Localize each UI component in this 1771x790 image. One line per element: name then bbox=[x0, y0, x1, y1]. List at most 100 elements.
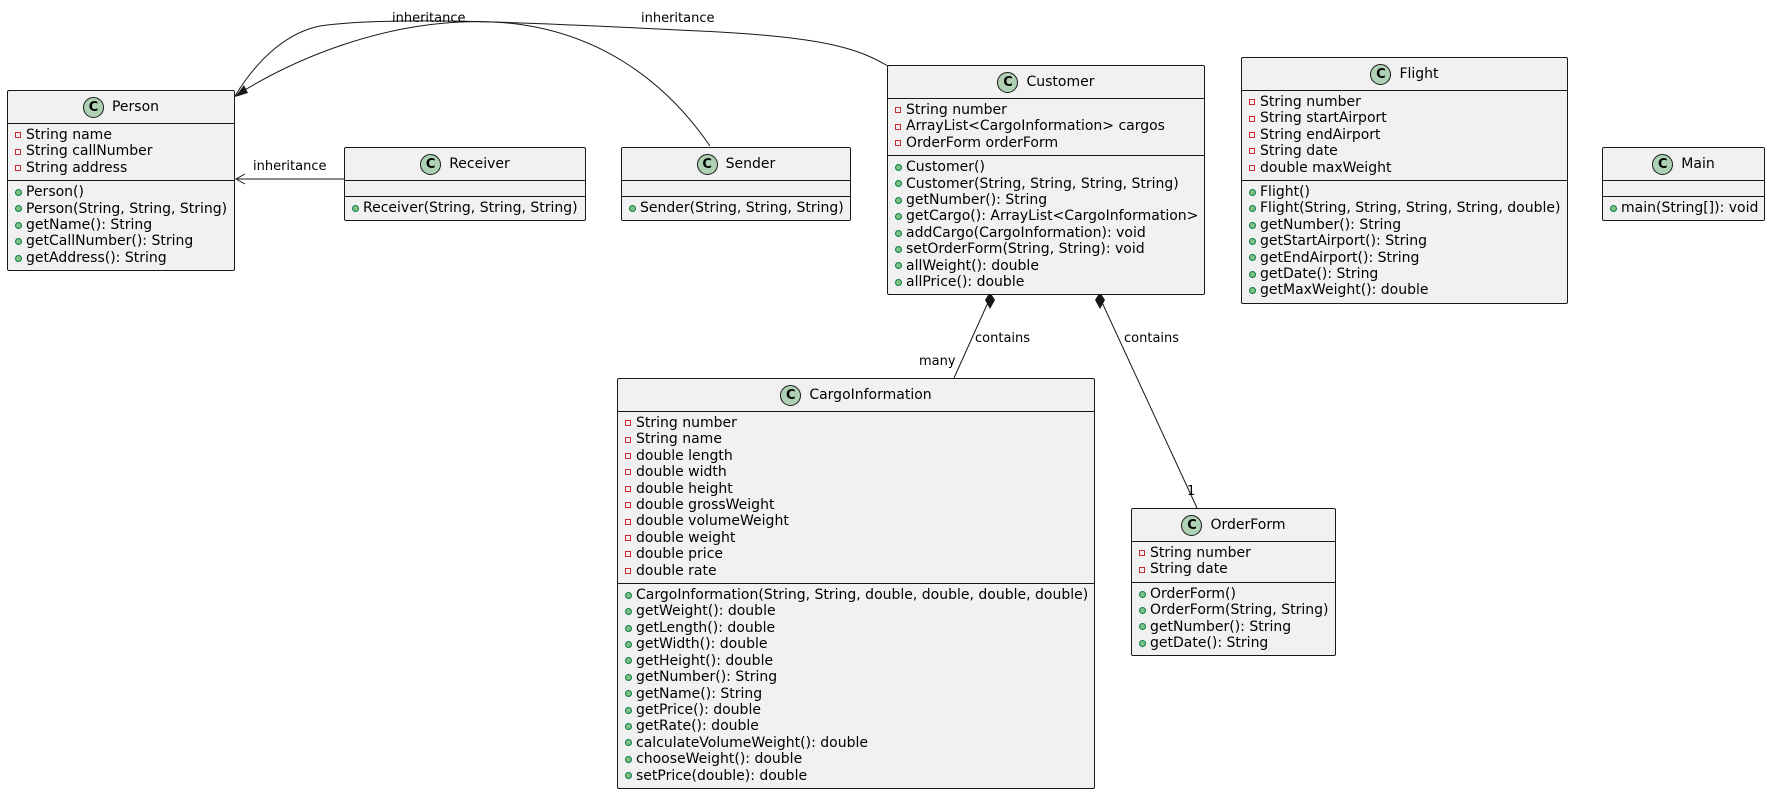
public-icon bbox=[624, 657, 632, 665]
class-header: C Receiver bbox=[345, 148, 585, 180]
customer-cargo-diamond bbox=[985, 292, 995, 309]
method-text: getNumber(): String bbox=[1260, 216, 1402, 233]
private-icon bbox=[1248, 99, 1256, 106]
method-text: getAddress(): String bbox=[26, 249, 167, 266]
method-row: OrderForm() bbox=[1132, 586, 1335, 602]
field-row: ArrayList<CargoInformation> cargos bbox=[888, 118, 1204, 134]
private-icon bbox=[624, 535, 632, 542]
class-main: C Main main(String[]): void bbox=[1602, 147, 1765, 222]
field-text: String name bbox=[636, 431, 722, 448]
fields-section bbox=[622, 180, 850, 196]
private-icon bbox=[624, 502, 632, 509]
class-icon: C bbox=[82, 96, 104, 118]
method-text: getPrice(): double bbox=[636, 701, 761, 718]
public-icon bbox=[14, 205, 22, 213]
method-row: getDate(): String bbox=[1132, 635, 1335, 651]
field-text: ArrayList<CargoInformation> cargos bbox=[906, 118, 1165, 135]
method-text: getName(): String bbox=[26, 217, 153, 234]
method-row: Receiver(String, String, String) bbox=[345, 200, 585, 216]
field-text: String number bbox=[1150, 545, 1251, 561]
private-icon bbox=[14, 165, 22, 172]
method-text: OrderForm(String, String) bbox=[1150, 602, 1329, 619]
method-row: getNumber(): String bbox=[888, 192, 1204, 208]
class-name: Person bbox=[111, 98, 160, 115]
private-icon bbox=[1248, 148, 1256, 155]
method-text: addCargo(CargoInformation): void bbox=[906, 224, 1146, 241]
method-text: Flight() bbox=[1260, 184, 1311, 201]
method-text: Customer(String, String, String, String) bbox=[906, 175, 1179, 192]
method-text: getCallNumber(): String bbox=[26, 233, 194, 250]
public-icon bbox=[624, 706, 632, 714]
class-name: Flight bbox=[1399, 65, 1439, 82]
method-row: getPrice(): double bbox=[618, 702, 1094, 718]
private-icon bbox=[624, 420, 632, 427]
fields-section: String number String name double length … bbox=[618, 411, 1094, 583]
public-icon bbox=[1248, 237, 1256, 245]
field-row: double length bbox=[618, 448, 1094, 464]
method-text: getEndAirport(): String bbox=[1260, 249, 1420, 266]
method-row: getDate(): String bbox=[1242, 266, 1567, 282]
method-row: Person(String, String, String) bbox=[8, 201, 234, 217]
field-row: double height bbox=[618, 481, 1094, 497]
field-text: double length bbox=[636, 447, 733, 464]
method-row: getAddress(): String bbox=[8, 250, 234, 266]
method-text: getRate(): double bbox=[636, 718, 759, 735]
class-header: C Sender bbox=[622, 148, 850, 180]
class-icon: C bbox=[1370, 63, 1392, 85]
method-row: Person() bbox=[8, 184, 234, 200]
private-icon bbox=[894, 123, 902, 130]
method-text: getStartAirport(): String bbox=[1260, 233, 1427, 250]
method-text: Sender(String, String, String) bbox=[640, 200, 844, 216]
public-icon bbox=[894, 245, 902, 253]
method-text: getNumber(): String bbox=[1150, 618, 1292, 635]
private-icon bbox=[1248, 115, 1256, 122]
field-row: String number bbox=[618, 415, 1094, 431]
method-row: setOrderForm(String, String): void bbox=[888, 241, 1204, 257]
methods-section: Sender(String, String, String) bbox=[622, 196, 850, 220]
public-icon bbox=[14, 188, 22, 196]
public-icon bbox=[894, 213, 902, 221]
method-row: Flight(String, String, String, String, d… bbox=[1242, 200, 1567, 216]
class-sender: C Sender Sender(String, String, String) bbox=[621, 147, 851, 222]
public-icon bbox=[894, 278, 902, 286]
method-row: allWeight(): double bbox=[888, 258, 1204, 274]
method-text: getLength(): double bbox=[636, 619, 776, 636]
public-icon bbox=[1138, 590, 1146, 598]
sender-person-edge bbox=[234, 21, 711, 147]
method-row: Sender(String, String, String) bbox=[622, 200, 850, 216]
method-row: getMaxWeight(): double bbox=[1242, 282, 1567, 298]
class-receiver: C Receiver Receiver(String, String, Stri… bbox=[344, 147, 586, 222]
public-icon bbox=[351, 204, 359, 212]
class-person: C Person String name String callNumber S… bbox=[7, 90, 235, 272]
class-name: Main bbox=[1681, 155, 1715, 172]
method-row: getWidth(): double bbox=[618, 636, 1094, 652]
method-text: chooseWeight(): double bbox=[636, 751, 803, 768]
method-text: Person() bbox=[26, 184, 84, 201]
field-row: double width bbox=[618, 464, 1094, 480]
method-text: getNumber(): String bbox=[906, 192, 1048, 209]
field-text: String date bbox=[1150, 561, 1228, 578]
public-icon bbox=[624, 591, 632, 599]
public-icon bbox=[14, 254, 22, 262]
class-name: OrderForm bbox=[1210, 516, 1286, 533]
field-row: String callNumber bbox=[8, 143, 234, 159]
class-icon: C bbox=[420, 153, 442, 175]
method-row: setPrice(double): double bbox=[618, 768, 1094, 784]
method-row: Flight() bbox=[1242, 184, 1567, 200]
method-row: getNumber(): String bbox=[1132, 619, 1335, 635]
public-icon bbox=[624, 755, 632, 763]
public-icon bbox=[1248, 221, 1256, 229]
method-row: getNumber(): String bbox=[618, 669, 1094, 685]
field-row: double volumeWeight bbox=[618, 513, 1094, 529]
method-row: getStartAirport(): String bbox=[1242, 233, 1567, 249]
customer-orderform-edge bbox=[1099, 297, 1198, 509]
method-text: setPrice(double): double bbox=[636, 767, 808, 784]
receiver-arrowhead bbox=[234, 173, 246, 185]
methods-section: OrderForm() OrderForm(String, String) ge… bbox=[1132, 581, 1335, 656]
field-text: String name bbox=[26, 127, 112, 143]
public-icon bbox=[14, 238, 22, 246]
label-sender-inheritance: inheritance bbox=[392, 11, 466, 26]
field-row: double weight bbox=[618, 530, 1094, 546]
public-icon bbox=[894, 229, 902, 237]
